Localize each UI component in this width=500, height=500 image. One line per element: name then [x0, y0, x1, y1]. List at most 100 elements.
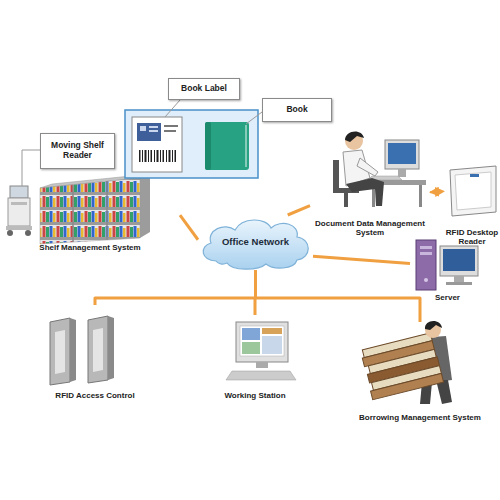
book-shelves: [40, 178, 140, 244]
security-gates: [50, 316, 114, 385]
tag-panel: [157, 150, 159, 162]
office-worker: [345, 131, 364, 142]
desktop-reader: [450, 166, 496, 216]
tag-panel: [163, 150, 165, 162]
node-label: Office Network: [222, 237, 289, 248]
shelf-reader-cart: [6, 186, 32, 236]
system-figure: Document Data Management System: [310, 125, 430, 237]
office-worker: [388, 143, 416, 164]
workstation-computer: [226, 371, 296, 380]
office-worker: [333, 131, 426, 207]
book-shelves: [40, 174, 150, 244]
tag-panel: [246, 125, 247, 167]
tag-panel: [137, 123, 161, 141]
tag-panel: [148, 150, 149, 162]
shelf-reader-cart: [8, 198, 30, 226]
text-group: Document Data Management System: [310, 219, 430, 237]
workstation-computer: [262, 328, 282, 334]
tag-panel: [142, 150, 143, 162]
leader-line: [165, 100, 180, 117]
text-group: RFID Access Control: [40, 391, 150, 400]
node-label: Moving Shelf Reader: [45, 141, 110, 161]
workstation-computer: [240, 326, 284, 356]
desktop-reader: [470, 174, 479, 177]
book-shelves: [106, 181, 108, 240]
callout-box: Book: [262, 98, 332, 122]
text-group: Working Station: [200, 391, 310, 400]
tag-panel: [175, 150, 177, 162]
tag-panel: [132, 117, 182, 172]
server-computer: [420, 246, 432, 249]
node-label: RFID Access Control: [40, 391, 150, 400]
tag-panel: [205, 122, 211, 170]
server-computer: [416, 240, 436, 290]
callout-box: Book Label: [168, 78, 240, 100]
workstation-computer: [256, 362, 268, 368]
server-computer: [424, 278, 428, 282]
tag-panel: [145, 150, 147, 162]
network-cable: [288, 206, 310, 215]
server-computer: [416, 240, 478, 290]
tag-panel: [172, 150, 173, 162]
text-group: Borrowing Management System: [345, 413, 495, 422]
office-worker: [419, 185, 422, 207]
tag-panel: [149, 130, 158, 132]
leader-line: [246, 112, 262, 124]
node-label: Document Data Management System: [310, 219, 430, 237]
text-group: RFID Desktop Reader: [444, 228, 500, 246]
system-figure: RFID Access Control: [40, 305, 150, 400]
tag-panel: [164, 130, 176, 132]
office-worker: [385, 140, 419, 169]
text-group: Book Label: [181, 84, 227, 94]
security-gates: [50, 318, 70, 385]
librarian-with-books: [360, 333, 443, 400]
tag-panel: [140, 126, 146, 131]
workstation-computer: [242, 342, 260, 354]
node-label: Borrowing Management System: [345, 413, 495, 422]
office-worker: [398, 169, 406, 177]
office-worker: [344, 193, 348, 207]
text-group: Shelf Management System: [0, 243, 180, 252]
shelf-reader-cart: [11, 202, 27, 205]
tag-panel: [149, 126, 158, 128]
system-figure: Working Station: [200, 315, 310, 400]
text-group: Office Network: [222, 237, 289, 248]
security-gates: [108, 316, 114, 380]
tag-panel: [164, 125, 178, 127]
tag-panel: [125, 110, 258, 178]
network-cable: [313, 256, 410, 263]
workstation-computer: [242, 328, 260, 340]
book-shelves: [72, 185, 74, 242]
node-label: Book Label: [181, 84, 227, 94]
office-worker: [345, 132, 363, 150]
server-computer: [420, 252, 432, 255]
tag-panel: [151, 150, 153, 162]
tag-panel: [154, 150, 155, 162]
tag-panel: [125, 110, 258, 178]
librarian-with-books: [371, 373, 444, 399]
shelf-reader-cart: [7, 230, 13, 236]
callout-box: Moving Shelf Reader: [40, 133, 115, 169]
node-label: RFID Desktop Reader: [444, 228, 500, 246]
system-figure: Shelf Management System: [0, 160, 180, 252]
network-cable: [256, 270, 421, 322]
workstation-computer: [236, 322, 288, 362]
desktop-reader: [455, 172, 491, 210]
office-worker: [346, 178, 384, 206]
tag-panel: [205, 122, 249, 170]
shelf-reader-cart: [10, 186, 28, 198]
node-label: Book: [286, 105, 307, 115]
data-link-arrow: [430, 190, 444, 193]
network-cloud: Office Network: [198, 215, 313, 270]
librarian-with-books: [425, 321, 442, 330]
tag-panel: [160, 150, 161, 162]
tag-panel: [139, 150, 141, 162]
librarian-with-books: [360, 321, 452, 404]
node-label: Server: [410, 293, 485, 302]
workstation-computer: [262, 336, 282, 354]
server-computer: [446, 282, 472, 285]
text-group: Server: [410, 293, 485, 302]
tag-panel: [169, 150, 171, 162]
office-worker: [333, 160, 339, 192]
